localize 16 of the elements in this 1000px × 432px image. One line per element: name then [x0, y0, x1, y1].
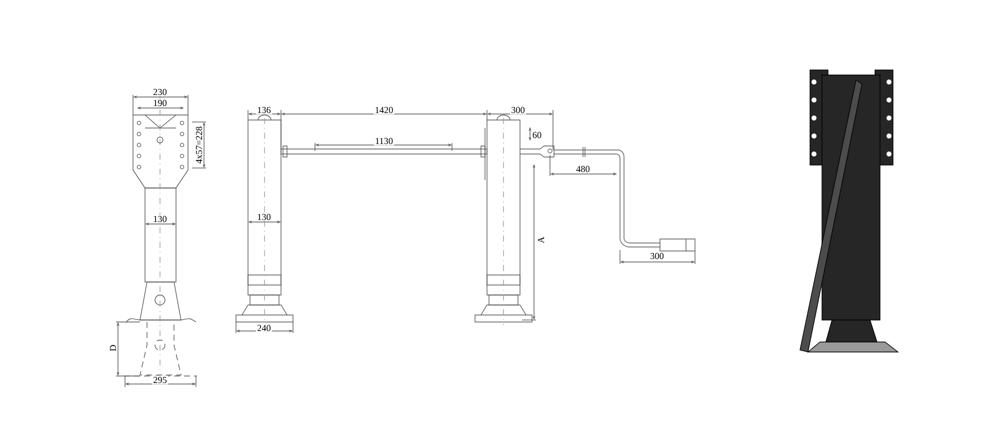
dimension-label: 240	[256, 324, 272, 332]
dimension-label: 1130	[374, 136, 394, 146]
dimension-label: 190	[152, 98, 168, 108]
dimension-label: 4x57=228	[194, 125, 204, 165]
dimension-label: 300	[510, 106, 526, 114]
dimension-label: 130	[256, 212, 272, 222]
dimension-label: D	[108, 343, 118, 352]
dimension-label: 230	[152, 88, 168, 96]
dimension-label: A	[536, 235, 546, 245]
dimension-label: 130	[152, 214, 168, 224]
dimension-label: 295	[152, 376, 168, 384]
dimension-label: 480	[574, 164, 592, 174]
dimension-label: 1420	[374, 106, 394, 114]
dimension-label: 300	[648, 252, 666, 260]
dimension-label: 60	[531, 130, 543, 140]
dimension-label: 136	[256, 106, 272, 114]
